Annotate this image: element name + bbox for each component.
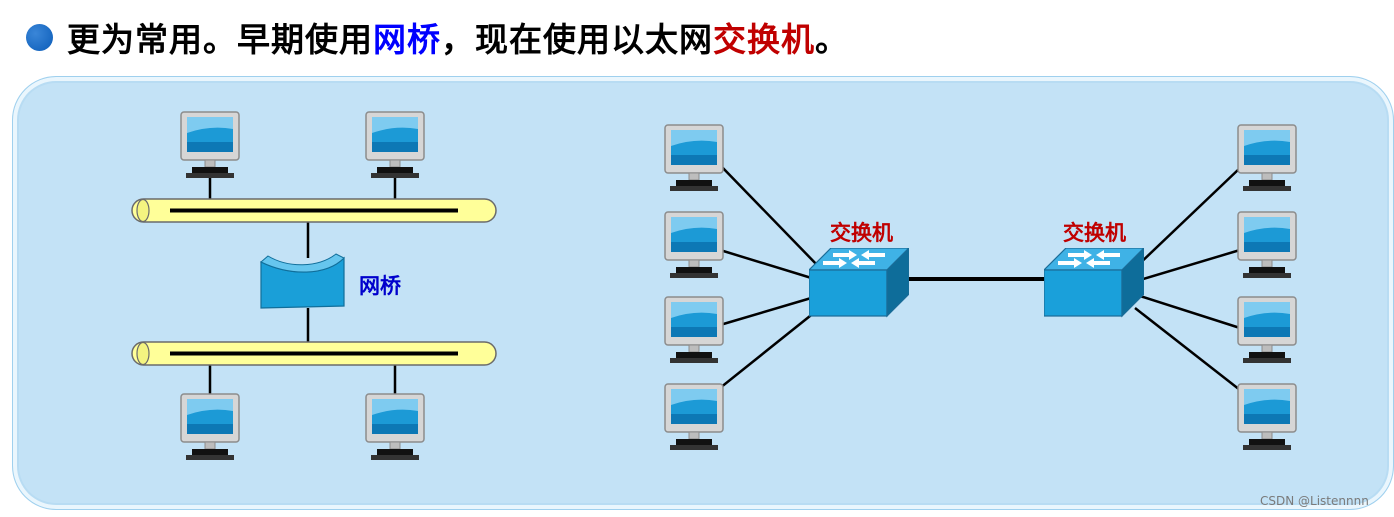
bridge-label: 网桥: [359, 274, 401, 298]
watermark: CSDN @Listennnn: [1260, 494, 1369, 508]
pc-icon: [180, 111, 240, 179]
heading-text-3: 。: [815, 20, 849, 59]
bus-segment-bottom: [131, 341, 497, 366]
bridge-icon: [260, 253, 345, 309]
switch-icon: [1044, 248, 1144, 317]
pc-icon: [365, 393, 425, 461]
pc-icon: [1237, 296, 1297, 364]
pc-icon: [1237, 124, 1297, 192]
page-heading: 更为常用。早期使用网桥，现在使用以太网交换机。: [26, 10, 849, 64]
bus-segment-top: [131, 198, 497, 223]
pc-icon: [365, 111, 425, 179]
heading-bridge-word: 网桥: [373, 20, 441, 59]
pc-icon: [664, 296, 724, 364]
pc-icon: [1237, 383, 1297, 451]
heading-text-1: 更为常用。早期使用: [67, 20, 373, 59]
switch-links: [719, 164, 1241, 391]
switch-left-label: 交换机: [830, 221, 893, 245]
bullet-icon: [26, 23, 53, 51]
heading-text-2: ，现在使用以太网: [441, 20, 713, 59]
pc-icon: [180, 393, 240, 461]
pc-icon: [1237, 211, 1297, 279]
heading-switch-word: 交换机: [713, 20, 815, 59]
pc-icon: [664, 383, 724, 451]
pc-icon: [664, 211, 724, 279]
pc-icon: [664, 124, 724, 192]
switch-icon: [809, 248, 909, 317]
switch-network: [664, 124, 1297, 451]
switch-right-label: 交换机: [1063, 221, 1126, 245]
bridge-network: [131, 111, 497, 461]
